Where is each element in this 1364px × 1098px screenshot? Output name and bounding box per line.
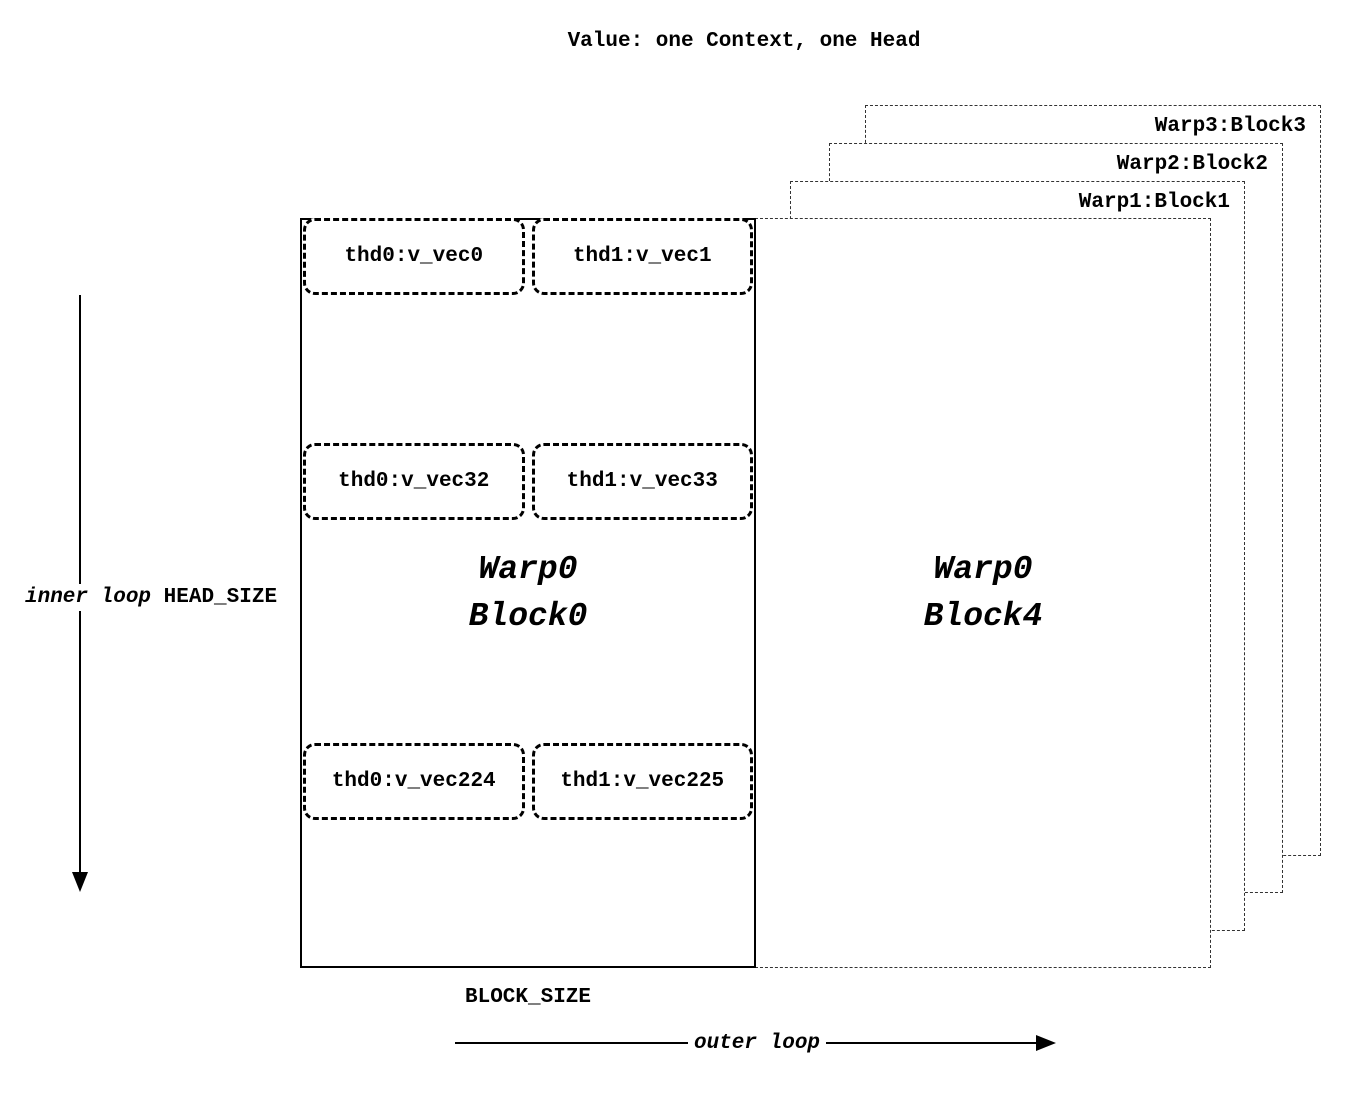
warp0-block0-label-line1: Warp0 — [478, 551, 578, 588]
head-size-text: HEAD_SIZE — [163, 586, 278, 609]
warp0-block4-rect: Warp0 Block4 — [755, 218, 1211, 968]
inner-loop-text: inner loop — [25, 586, 152, 609]
diagram-title: Value: one Context, one Head — [567, 30, 921, 53]
thd0-v-vec32-label: thd0:v_vec32 — [338, 470, 490, 493]
warp2-block2-label: Warp2:Block2 — [1116, 153, 1268, 176]
thd1-v-vec33-box: thd1:v_vec33 — [531, 443, 753, 520]
thd1-v-vec225-label: thd1:v_vec225 — [560, 770, 725, 793]
warp0-block0-label-line2: Block0 — [468, 598, 588, 635]
block-size-label: BLOCK_SIZE — [464, 986, 592, 1009]
thd0-v-vec224-label: thd0:v_vec224 — [331, 770, 496, 793]
vec-row-1: thd0:v_vec32 thd1:v_vec33 — [303, 443, 753, 520]
vec-row-2: thd0:v_vec224 thd1:v_vec225 — [303, 743, 753, 820]
thd1-v-vec225-box: thd1:v_vec225 — [531, 743, 753, 820]
warp1-block1-label: Warp1:Block1 — [1078, 191, 1230, 214]
thd1-v-vec1-box: thd1:v_vec1 — [531, 218, 753, 295]
thd1-v-vec1-label: thd1:v_vec1 — [572, 245, 712, 268]
thd0-v-vec224-box: thd0:v_vec224 — [303, 743, 525, 820]
outer-loop-arrowhead-icon — [1036, 1035, 1056, 1051]
inner-loop-arrowhead-icon — [72, 872, 88, 892]
thd0-v-vec0-box: thd0:v_vec0 — [303, 218, 525, 295]
thd0-v-vec0-label: thd0:v_vec0 — [344, 245, 484, 268]
warp0-block4-label-line2: Block4 — [923, 598, 1043, 635]
warp0-block4-label: Warp0 Block4 — [924, 546, 1043, 640]
thd1-v-vec33-label: thd1:v_vec33 — [566, 470, 718, 493]
thd0-v-vec32-box: thd0:v_vec32 — [303, 443, 525, 520]
outer-loop-label: outer loop — [688, 1032, 827, 1055]
warp0-block0-label: Warp0 Block0 — [469, 546, 588, 640]
warp0-block0-rect: thd0:v_vec0 thd1:v_vec1 thd0:v_vec32 thd… — [300, 218, 756, 968]
warp3-block3-label: Warp3:Block3 — [1154, 115, 1306, 138]
vec-row-0: thd0:v_vec0 thd1:v_vec1 — [303, 218, 753, 295]
warp0-block4-label-line1: Warp0 — [933, 551, 1033, 588]
inner-loop-label: inner loop HEAD_SIZE — [22, 584, 281, 611]
